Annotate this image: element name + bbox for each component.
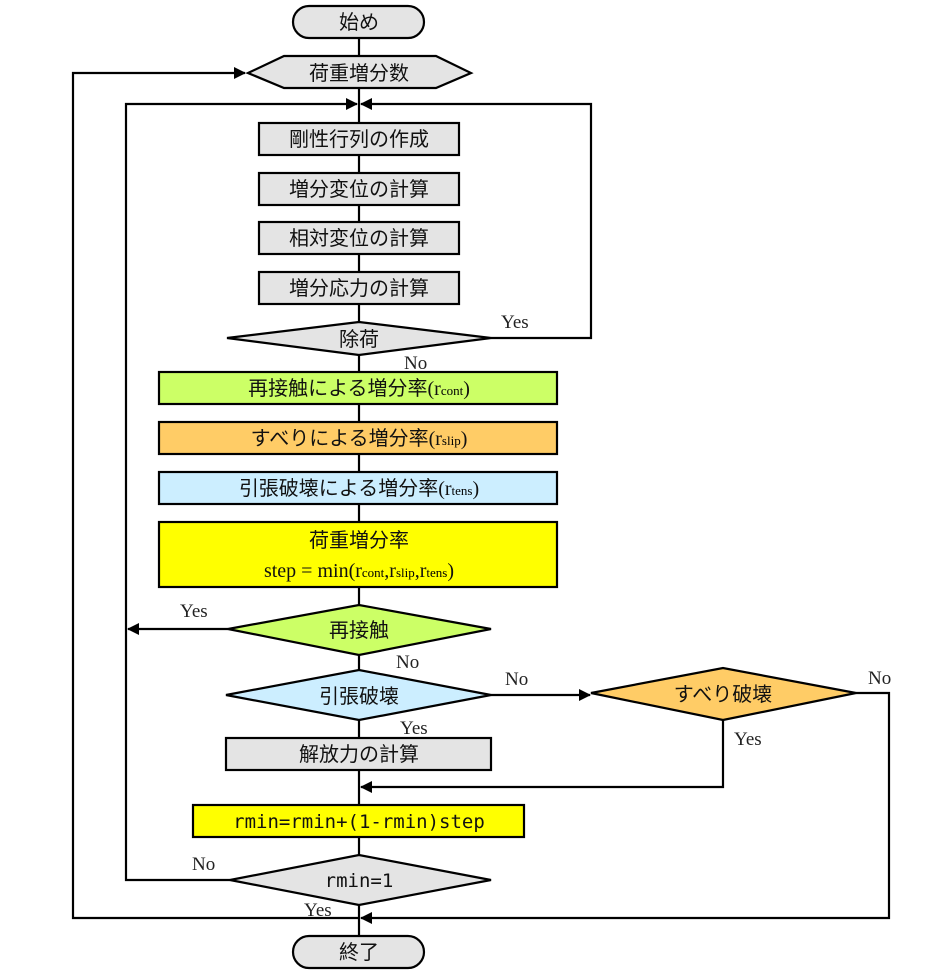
rel-disp-box: 相対変位の計算: [257, 220, 461, 256]
rate-tens-text: 引張破壊による増分率: [239, 476, 438, 500]
tension-failure-label: 引張破壊: [319, 684, 399, 708]
end-label: 終了: [339, 940, 379, 964]
formula-prefix: step = min(r: [264, 560, 362, 582]
incr-disp-label: 増分変位の計算: [289, 177, 429, 201]
slip-yes-label: Yes: [734, 729, 762, 750]
edge-outer-loop: [71, 67, 359, 920]
rate-tens-close: ): [473, 478, 480, 500]
incr-stress-box: 増分応力の計算: [257, 270, 461, 306]
rate-tens-open: (r: [438, 478, 452, 500]
edge-slip-no: [360, 691, 891, 924]
rate-slip-sub: slip: [442, 433, 461, 448]
load-rate-formula: step = min(rcont,rslip,rtens): [264, 560, 454, 582]
tension-yes-label: Yes: [400, 718, 428, 739]
slip-failure-label: すべり破壊: [674, 682, 773, 706]
stiffness-label: 剛性行列の作成: [289, 127, 429, 151]
rate-cont-text: 再接触による増分率: [248, 376, 427, 400]
loop-count-hexagon: 荷重増分数: [245, 54, 474, 90]
formula-suffix: ): [447, 560, 454, 582]
tension-no-label: No: [505, 669, 528, 690]
connectors: [71, 38, 891, 936]
formula-sub-tens: tens: [426, 565, 447, 580]
rmin-update-box: rmin=rmin+(1-rmin)step: [191, 803, 526, 839]
slip-failure-decision: すべり破壊: [590, 666, 857, 722]
release-force-box: 解放力の計算: [224, 736, 493, 772]
end-terminator: 終了: [291, 934, 426, 970]
rate-slip-open: (r: [429, 428, 443, 450]
formula-sub-cont: cont: [362, 565, 385, 580]
unload-label: 除荷: [339, 327, 379, 351]
rate-cont-open: (r: [428, 378, 442, 400]
rmin-check-decision: rmin=1: [229, 853, 492, 907]
incr-disp-box: 増分変位の計算: [257, 171, 461, 207]
rate-slip-close: ): [461, 428, 468, 450]
rate-slip-text: すべりによる増分率: [251, 426, 429, 450]
tension-failure-decision: 引張破壊: [225, 668, 492, 722]
slip-no-label: No: [868, 668, 891, 689]
svg-text:引張破壊による増分率(rtens): 引張破壊による増分率(rtens): [239, 476, 479, 500]
rmin-update-label: rmin=rmin+(1-rmin)step: [233, 811, 485, 833]
recontact-yes-label: Yes: [180, 601, 208, 622]
release-force-label: 解放力の計算: [299, 742, 419, 766]
edge-unload-yes: [360, 98, 593, 340]
svg-text:すべりによる増分率(rslip): すべりによる増分率(rslip): [251, 426, 468, 450]
load-rate-title: 荷重増分率: [309, 528, 409, 552]
svg-text:再接触による増分率(rcont): 再接触による増分率(rcont): [248, 376, 470, 400]
start-label: 始め: [339, 10, 379, 34]
unload-no-label: No: [404, 353, 427, 374]
rmin-check-label: rmin=1: [325, 870, 394, 892]
recontact-label: 再接触: [329, 618, 389, 642]
rate-cont-close: ): [463, 378, 470, 400]
formula-sub-slip: slip: [396, 565, 415, 580]
incr-stress-label: 増分応力の計算: [289, 276, 429, 300]
unload-decision: 除荷: [226, 320, 492, 357]
recontact-no-label: No: [396, 652, 419, 673]
recontact-decision: 再接触: [227, 603, 492, 657]
rate-slip-box: すべりによる増分率(rslip): [157, 420, 559, 456]
load-rate-box: 荷重増分率 step = min(rcont,rslip,rtens): [157, 520, 559, 589]
formula-sep1: ,r: [384, 560, 396, 582]
rmin-yes-label: Yes: [304, 900, 332, 921]
rel-disp-label: 相対変位の計算: [289, 226, 429, 250]
loop-count-label: 荷重増分数: [309, 61, 409, 85]
edge-slip-yes: [360, 720, 725, 793]
rate-tens-box: 引張破壊による増分率(rtens): [157, 470, 559, 506]
unload-yes-label: Yes: [501, 312, 529, 333]
rate-cont-box: 再接触による増分率(rcont): [157, 370, 559, 406]
rmin-no-label: No: [192, 854, 215, 875]
stiffness-box: 剛性行列の作成: [257, 121, 461, 157]
start-terminator: 始め: [291, 4, 426, 40]
rate-cont-sub: cont: [441, 383, 464, 398]
rate-tens-sub: tens: [452, 483, 473, 498]
formula-sep2: ,r: [415, 560, 427, 582]
edge-inner-loop-left: [124, 98, 358, 882]
